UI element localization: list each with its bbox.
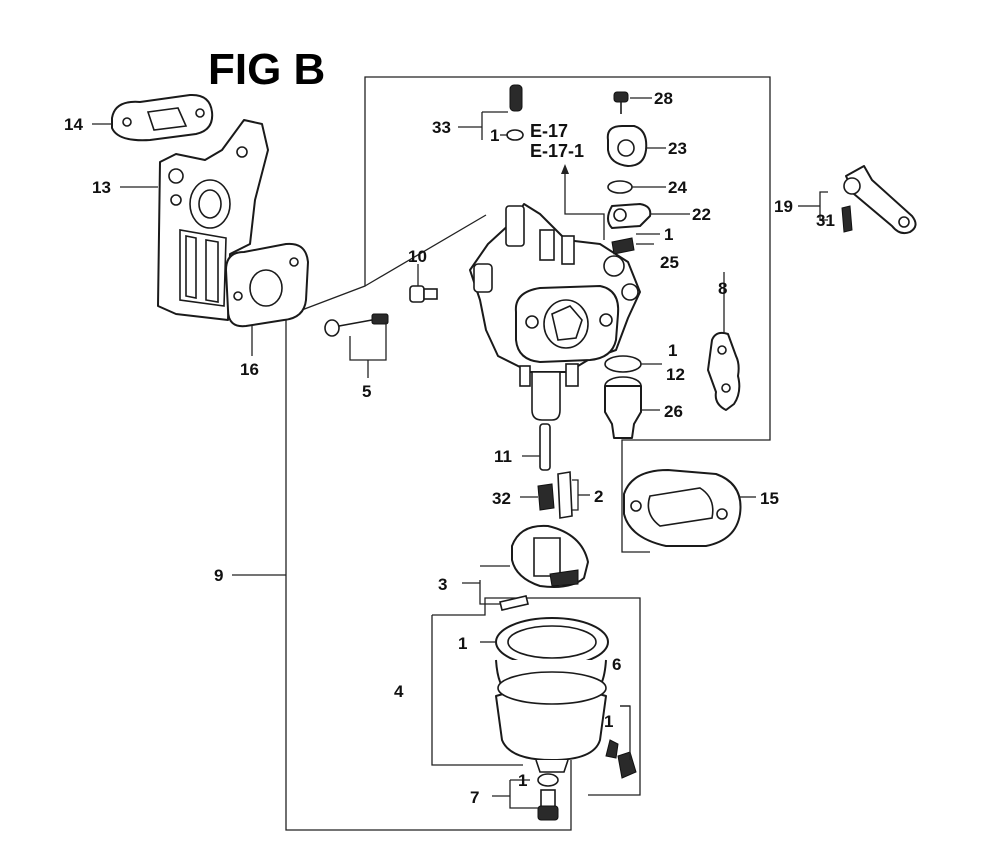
reference-e-17-1: E-17-1 [530, 141, 584, 161]
label-13: 13 [92, 178, 111, 197]
part-5-pilot-screw-set [324, 313, 389, 378]
label-28: 28 [654, 89, 673, 108]
label-11: 11 [494, 447, 512, 466]
label-1-bowl-gasket: 1 [458, 634, 467, 653]
part-26-jet-body [604, 376, 660, 439]
carburetor-body [469, 203, 641, 421]
label-3: 3 [438, 575, 447, 594]
label-1-spring-seat: 1 [664, 225, 673, 244]
part-22-fitting [607, 203, 690, 229]
label-24: 24 [668, 178, 687, 197]
label-26: 26 [664, 402, 683, 421]
label-32: 32 [492, 489, 511, 508]
part-8-float [707, 298, 741, 411]
part-labels: 14 13 16 10 5 9 33 1 E-17 E-17-1 28 23 2… [64, 89, 835, 807]
label-16: 16 [240, 360, 259, 379]
part-32-part-2-springs [520, 471, 590, 519]
label-31: 31 [816, 211, 835, 230]
label-4: 4 [394, 682, 404, 701]
label-7: 7 [470, 788, 479, 807]
figure-title: FIG B [208, 45, 325, 94]
label-9: 9 [214, 566, 223, 585]
part-7-bowl-bolt [492, 773, 559, 821]
label-6: 6 [612, 655, 621, 674]
part-12-o-ring [604, 355, 662, 373]
assembly-boundary-lines [285, 76, 771, 831]
label-1-bolt-washer: 1 [518, 771, 527, 790]
label-1-drain-gasket: 1 [604, 712, 613, 731]
part-24-ring [607, 180, 666, 194]
part-23-cover [606, 125, 666, 167]
part-6-drain-screw [605, 705, 637, 779]
part-11-needle [522, 423, 551, 471]
part-3-float [462, 524, 589, 611]
part-4-float-bowl [480, 617, 609, 773]
label-33: 33 [432, 118, 451, 137]
label-19: 19 [774, 197, 793, 216]
part-10-screw [409, 285, 438, 303]
label-14: 14 [64, 115, 83, 134]
label-5: 5 [362, 382, 371, 401]
part-25-spring [611, 233, 660, 255]
part-33-drain-screw [458, 84, 524, 141]
part-28-screw [613, 91, 652, 114]
part-15-gasket [623, 469, 756, 547]
label-1-o-ring: 1 [668, 341, 677, 360]
label-1-drain-washer: 1 [490, 126, 499, 145]
part-14-gasket [111, 93, 214, 142]
label-12: 12 [666, 365, 685, 384]
label-10: 10 [408, 247, 427, 266]
part-16-gasket [225, 242, 309, 328]
label-22: 22 [692, 205, 711, 224]
label-15: 15 [760, 489, 779, 508]
label-25: 25 [660, 253, 679, 272]
label-8: 8 [718, 279, 727, 298]
e-17-reference-arrow [561, 164, 605, 240]
part-19-choke-lever [810, 165, 917, 235]
reference-e-17: E-17 [530, 121, 568, 141]
label-23: 23 [668, 139, 687, 158]
leader-lines [92, 123, 810, 576]
label-2: 2 [594, 487, 603, 506]
part-13-insulator-bracket [157, 119, 269, 321]
